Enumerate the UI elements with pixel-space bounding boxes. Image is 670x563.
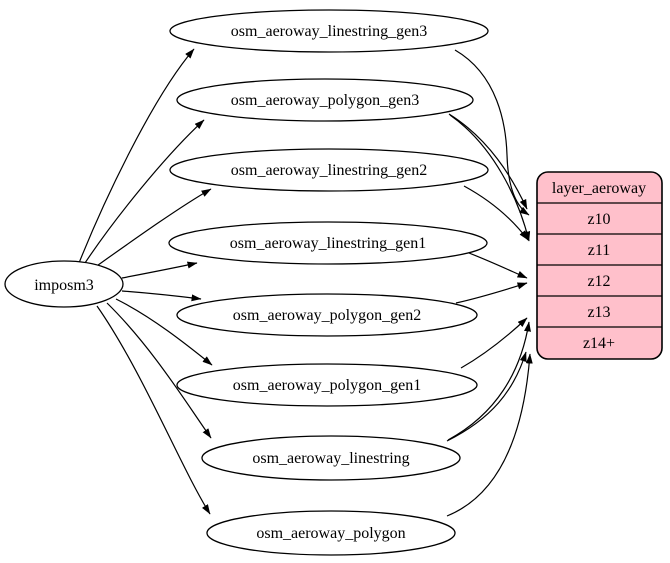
table-ellipse: [206, 510, 456, 556]
layer-row-z14: z14+: [583, 335, 615, 352]
table-label: osm_aeroway_polygon_gen1: [233, 377, 421, 394]
table-label: osm_aeroway_linestring_gen2: [231, 162, 427, 179]
layer-row-z12: z12: [587, 273, 610, 290]
layer-row-z11: z11: [588, 242, 611, 259]
table-label: osm_aeroway_linestring_gen3: [231, 23, 427, 40]
table-label: osm_aeroway_polygon_gen3: [231, 92, 419, 109]
layer-row-z13: z13: [587, 304, 610, 321]
edge-polygon-gen1-z13: [460, 317, 528, 369]
table-ellipse: [169, 9, 489, 53]
edge-imposm3-polygon-gen3: [82, 119, 205, 267]
edge-polygon-gen3-z11: [449, 114, 531, 242]
table-label: osm_aeroway_linestring_gen1: [230, 235, 426, 252]
node-osm-aeroway-linestring: osm_aeroway_linestring: [201, 435, 461, 481]
layer-row-z10: z10: [587, 211, 610, 228]
table-ellipse: [176, 293, 478, 337]
edge-imposm3-linestring-gen2: [90, 188, 212, 271]
edge-imposm3-polygon-gen2: [121, 290, 202, 302]
node-osm-aeroway-linestring-gen3: osm_aeroway_linestring_gen3: [169, 9, 489, 53]
node-osm-aeroway-linestring-gen2: osm_aeroway_linestring_gen2: [169, 148, 489, 192]
imposm3-label: imposm3: [34, 277, 94, 294]
edge-linestring-gen1-z12: [468, 252, 528, 279]
edge-group-imposm3: [78, 48, 213, 515]
edge-linestring-z14: [446, 351, 527, 442]
edge-polygon-gen2-z12: [455, 282, 528, 304]
edge-imposm3-linestring-gen1: [121, 261, 198, 279]
table-ellipse: [168, 221, 488, 265]
edge-polygon-z14: [446, 353, 533, 517]
table-ellipse: [201, 435, 461, 481]
edge-linestring-gen3-z10: [454, 49, 530, 216]
table-ellipse: [176, 78, 474, 122]
layer-title: layer_aeroway: [552, 180, 646, 197]
edge-imposm3-linestring: [106, 302, 212, 439]
edge-imposm3-polygon-gen1: [115, 298, 213, 366]
table-label: osm_aeroway_linestring: [252, 450, 409, 467]
imposm3-ellipse: [4, 260, 124, 308]
node-osm-aeroway-polygon-gen3: osm_aeroway_polygon_gen3: [176, 78, 474, 122]
node-layer-aeroway: layer_aeroway z10 z11 z12 z13 z14+: [536, 171, 663, 360]
node-osm-aeroway-polygon: osm_aeroway_polygon: [206, 510, 456, 556]
node-osm-aeroway-polygon-gen2: osm_aeroway_polygon_gen2: [176, 293, 478, 337]
table-ellipse: [176, 363, 478, 407]
edge-linestring-gen2-z11: [463, 185, 529, 241]
node-osm-aeroway-polygon-gen1: osm_aeroway_polygon_gen1: [176, 363, 478, 407]
edge-polygon-gen3-z10: [448, 113, 528, 210]
edge-group-layer: [446, 49, 533, 517]
edge-linestring-z13: [447, 321, 531, 441]
table-label: osm_aeroway_polygon: [256, 525, 405, 542]
node-imposm3: imposm3: [4, 260, 124, 308]
table-label: osm_aeroway_polygon_gen2: [233, 307, 421, 324]
edge-imposm3-polygon: [96, 305, 211, 515]
edge-imposm3-linestring-gen3: [78, 48, 195, 264]
node-osm-aeroway-linestring-gen1: osm_aeroway_linestring_gen1: [168, 221, 488, 265]
table-ellipse: [169, 148, 489, 192]
